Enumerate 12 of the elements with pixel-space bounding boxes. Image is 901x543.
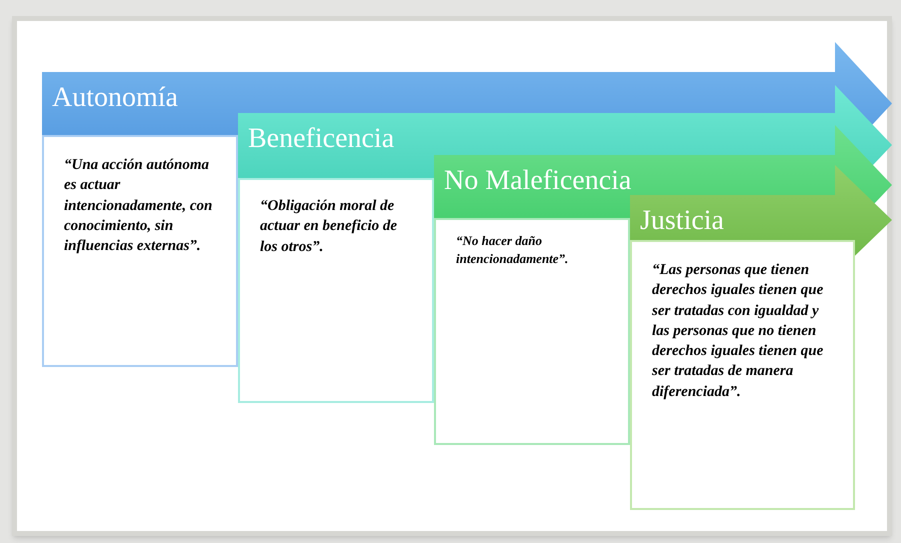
band-heading: Beneficencia bbox=[248, 125, 394, 153]
quote-text: “Las personas que tienen derechos iguales tienen que ser tratadas con igualdad y las personas que no tienen derechos iguales tienen que ser tratadas de manera diferenciada”. bbox=[652, 261, 824, 402]
text-card bbox=[42, 135, 238, 367]
quote-text: “Una acción autónoma es actuar intencionadamente, con conocimiento, sin influencias externas”. bbox=[64, 156, 214, 256]
band-heading: No Maleficencia bbox=[444, 167, 632, 195]
text-card bbox=[238, 178, 434, 403]
band-heading: Autonomía bbox=[52, 84, 178, 112]
quote-text: “No hacer daño intencionadamente”. bbox=[456, 232, 570, 268]
band-heading: Justicia bbox=[640, 207, 724, 235]
text-card bbox=[630, 240, 855, 510]
text-card bbox=[434, 218, 630, 445]
quote-text: “Obligación moral de actuar en beneficio de los otros”. bbox=[260, 197, 398, 256]
